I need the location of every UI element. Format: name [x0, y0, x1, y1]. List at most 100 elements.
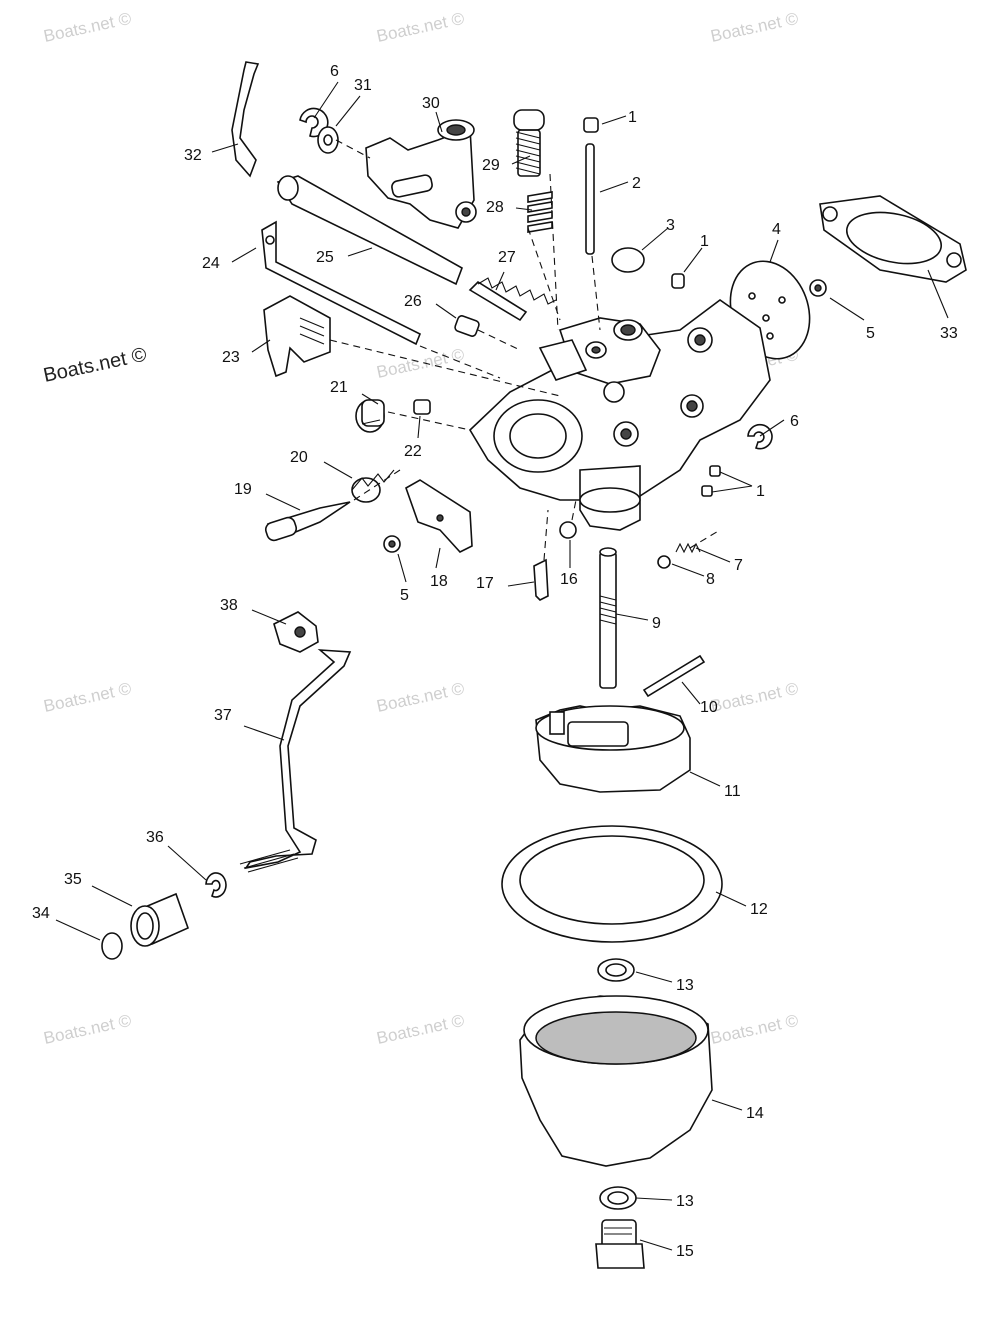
part-1-plug-top [583, 117, 599, 133]
part-38-clip [273, 611, 319, 653]
part-5-screw-left [383, 535, 401, 553]
callout-20-spring: 20 [290, 449, 308, 466]
callout-3-welch-plug: 3 [666, 217, 675, 234]
part-32-link [231, 61, 260, 178]
callout-7-spring: 7 [734, 557, 743, 574]
callout-10-pin: 10 [700, 699, 718, 716]
part-37-choke-rod [239, 649, 352, 873]
part-13-washer-bottom [599, 1186, 637, 1210]
callout-1-plug: 1 [628, 109, 637, 126]
callout-28-spring: 28 [486, 199, 504, 216]
callout-12-gasket: 12 [750, 901, 768, 918]
callout-5-screw: 5 [400, 587, 409, 604]
part-17-inlet-needle [533, 558, 549, 601]
part-34-cap [101, 932, 123, 960]
part-18-bracket [405, 479, 473, 553]
part-10-float-pin [642, 654, 706, 698]
callout-38-clip: 38 [220, 597, 238, 614]
callout-14-bowl: 14 [746, 1105, 764, 1122]
callout-4-cover-plate: 4 [772, 221, 781, 238]
part-31-washer [317, 126, 339, 154]
callout-30-lever: 30 [422, 95, 440, 112]
part-36-clip [205, 872, 227, 898]
callout-23-fitting: 23 [222, 349, 240, 366]
watermark: Boats.net © [42, 1011, 134, 1048]
callout-27-spring: 27 [498, 249, 516, 266]
callout-11-float: 11 [724, 783, 741, 800]
watermark: Boats.net © [375, 1011, 467, 1048]
watermark: Boats.net © [375, 9, 467, 46]
callout-24-shaft: 24 [202, 255, 220, 272]
callout-13-washer: 13 [676, 1193, 694, 1210]
callout-2-shaft: 2 [632, 175, 641, 192]
watermark: Boats.net © [709, 679, 801, 716]
part-15-drain-plug [595, 1219, 645, 1269]
part-14-float-bowl [519, 995, 713, 1167]
watermark: Boats.net © [709, 1011, 801, 1048]
callout-32-link: 32 [184, 147, 202, 164]
carburetor-body [468, 299, 771, 531]
part-3-welch-plug [611, 247, 645, 273]
leader-lines [55, 81, 949, 1251]
watermark: Boats.net © [42, 9, 134, 46]
part-7-spring [675, 542, 701, 554]
part-29-idle-screw [513, 109, 545, 177]
callout-34-cap: 34 [32, 905, 50, 922]
callout-19-needle: 19 [234, 481, 252, 498]
callout-21-plug: 21 [330, 379, 348, 396]
watermark: Boats.net © [42, 679, 134, 716]
callout-9-nozzle: 9 [652, 615, 661, 632]
callout-1-plugs: 1 [756, 483, 765, 500]
callout-26-fitting: 26 [404, 293, 422, 310]
part-12-bowl-gasket [501, 825, 723, 943]
part-16-nut [559, 521, 577, 539]
callout-labels: 1 2 3 1 4 5 33 6 1 7 8 9 10 11 12 13 14 … [32, 63, 958, 1260]
part-8-ball [657, 555, 671, 569]
part-30-throttle-lever [365, 119, 477, 229]
part-25-choke-shaft [276, 175, 463, 286]
part-21-plug [355, 399, 385, 433]
part-6-clip-right [747, 423, 773, 450]
part-13-washer-top [597, 958, 635, 982]
callout-31-washer: 31 [354, 77, 372, 94]
part-27-spring [468, 277, 557, 322]
part-28-spring [527, 191, 553, 233]
callout-1-plug: 1 [700, 233, 709, 250]
part-11-float [535, 705, 691, 793]
part-26-fitting [454, 315, 480, 337]
callout-6-clip: 6 [330, 63, 339, 80]
callout-29-screw: 29 [482, 157, 500, 174]
callout-6-clip: 6 [790, 413, 799, 430]
callout-17-needle: 17 [476, 575, 494, 592]
part-24-throttle-shaft [261, 220, 422, 346]
part-35-choke-knob [130, 892, 190, 947]
part-1-plug-mid [671, 273, 685, 289]
callout-15-drain-plug: 15 [676, 1243, 694, 1260]
part-33-gasket [819, 195, 967, 283]
callout-8-ball: 8 [706, 571, 715, 588]
callout-18-bracket: 18 [430, 573, 448, 590]
callout-36-clip: 36 [146, 829, 164, 846]
part-6-clip-top [299, 107, 329, 138]
part-5-screw-right [809, 279, 827, 297]
callout-22-jet: 22 [404, 443, 422, 460]
part-22-jet [413, 399, 431, 415]
watermark: Boats.net © [709, 9, 801, 46]
watermark: Boats.net © [375, 679, 467, 716]
callout-33-gasket: 33 [940, 325, 958, 342]
part-19-mixture-needle [264, 501, 351, 542]
callout-16-nut: 16 [560, 571, 578, 588]
part-23-fuel-fitting [263, 295, 331, 378]
part-9-nozzle [599, 547, 617, 689]
callout-35-knob: 35 [64, 871, 82, 888]
callout-5-screw: 5 [866, 325, 875, 342]
part-1-plugs-right [701, 465, 721, 497]
assembly-lines [329, 139, 721, 561]
callout-13-washer: 13 [676, 977, 694, 994]
callout-37-rod: 37 [214, 707, 232, 724]
part-2-shaft [585, 143, 595, 255]
callout-25-shaft: 25 [316, 249, 334, 266]
brand-label: Boats.net © [41, 344, 148, 387]
